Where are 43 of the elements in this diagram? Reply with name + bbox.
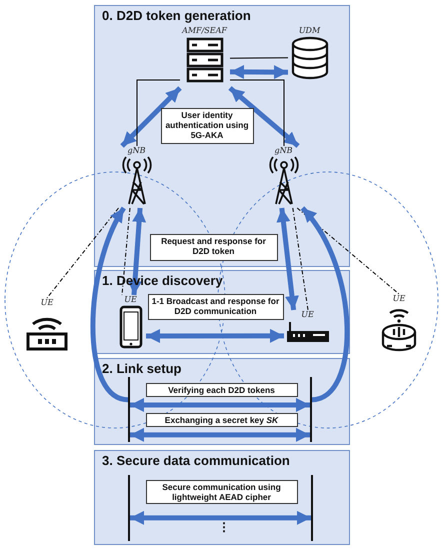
arrow — [128, 208, 146, 296]
connector-line — [230, 79, 284, 146]
lifeline — [128, 474, 130, 540]
dashed-line — [292, 208, 308, 310]
stage-panel — [94, 270, 350, 354]
node-label: UE — [300, 310, 315, 320]
arrow — [228, 86, 300, 148]
text-box: Secure communication using lightweight AEAD cipher — [146, 480, 298, 504]
arrow — [146, 328, 284, 344]
arrow — [130, 428, 310, 442]
lifeline — [310, 474, 312, 540]
stage-panel — [94, 5, 350, 267]
arrow — [90, 206, 129, 402]
node-label: gNB — [126, 146, 146, 156]
node-label: UE — [392, 294, 406, 304]
arrow — [120, 86, 182, 148]
dashed-line — [122, 208, 130, 296]
node-label: UDM — [298, 26, 322, 36]
lifeline — [128, 376, 130, 442]
stage-panel — [94, 450, 350, 545]
node-label: UE — [40, 298, 54, 308]
arrow — [130, 398, 310, 412]
panel-title: 3. Secure data communication — [102, 453, 290, 468]
arrow — [276, 208, 299, 310]
ellipsis-mark: ⋮ — [218, 520, 230, 534]
text-box: Request and response for D2D token — [150, 234, 278, 260]
text-box: 1-1 Broadcast and response for D2D communication — [148, 294, 284, 320]
dashed-line — [296, 208, 400, 294]
connector-line — [136, 79, 180, 146]
text-box: Exchanging a secret key SK — [146, 412, 298, 427]
node-label: AMF/SEAF — [180, 26, 228, 36]
arrow — [130, 510, 311, 525]
connector-line — [230, 57, 288, 59]
node-label: UE — [123, 294, 138, 304]
text-box: Verifying each D2D tokens — [146, 382, 298, 397]
arrow — [230, 64, 288, 80]
panel-title: 2. Link setup — [102, 361, 182, 376]
text-box: User identity authentication using 5G-AKA — [160, 108, 254, 144]
dashed-line — [46, 208, 120, 298]
arrow — [300, 206, 350, 402]
panel-title: 0. D2D token generation — [102, 8, 251, 23]
node-label: gNB — [274, 146, 294, 156]
lifeline — [310, 376, 312, 442]
